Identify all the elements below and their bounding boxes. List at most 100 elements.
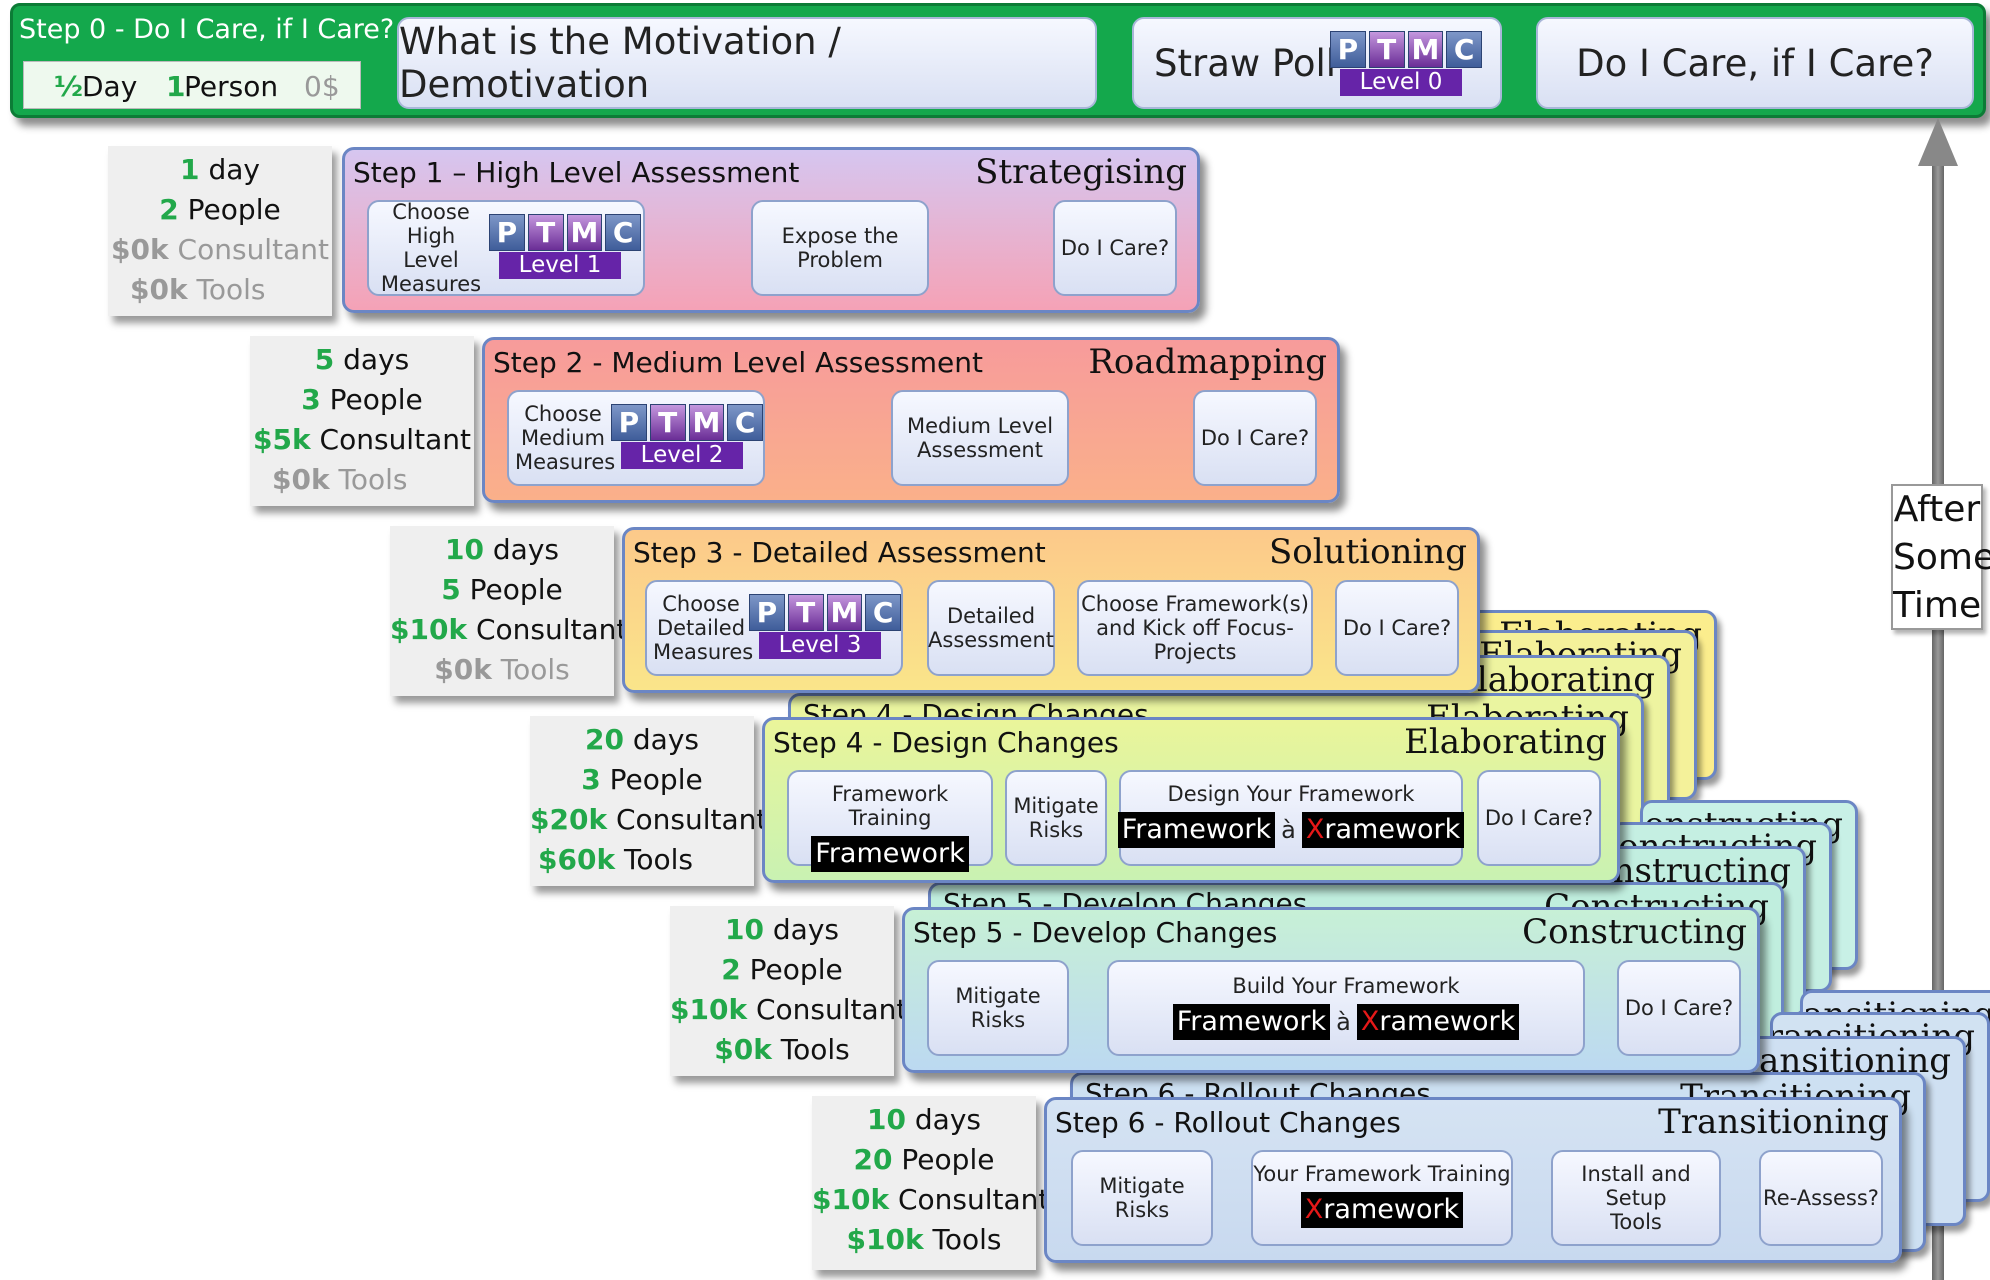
step4-framework-training[interactable]: Framework Training Framework <box>787 770 993 872</box>
ptmc-tile: T <box>527 214 564 251</box>
xramework-badge: Xramework <box>1356 1004 1520 1040</box>
step0-cost: 0$ <box>304 70 340 103</box>
step2-title: Step 2 - Medium Level Assessment <box>493 346 983 379</box>
time-arrow-head-icon <box>1918 118 1958 166</box>
text-label: Tools <box>196 273 266 306</box>
ptmc-tile: P <box>489 214 525 251</box>
text-label: Measures <box>380 272 482 296</box>
text-label: Tools <box>932 1223 1002 1256</box>
text-label: Risks <box>1114 1198 1170 1222</box>
text-label: $20k <box>530 803 608 836</box>
xramework-badge: Xramework <box>1301 812 1465 848</box>
text-label: days <box>492 533 559 566</box>
text-label: People <box>187 193 281 226</box>
text-label: days <box>914 1103 981 1136</box>
text-label: 20 <box>853 1143 893 1176</box>
step3-choose-framework[interactable]: Choose Framework(s)and Kick off Focus-Pr… <box>1077 580 1313 676</box>
step5-build-framework[interactable]: Build Your Framework Framework à Xramewo… <box>1107 960 1585 1056</box>
text-label: 5 <box>441 573 461 606</box>
step4-card: Step 4 - Design Changes Elaborating Fram… <box>762 717 1620 883</box>
step6-card: Step 6 - Rollout Changes Transitioning M… <box>1044 1097 1902 1263</box>
text-label: X <box>1360 1006 1380 1037</box>
text-label: 10 <box>445 533 484 566</box>
text-label: Assessment <box>917 438 1043 462</box>
text-label: $10k <box>390 613 468 646</box>
text-label: $5k <box>253 423 311 456</box>
ptmc-tile: C <box>865 594 901 631</box>
text-label: Framework Training <box>831 782 949 830</box>
step4-title: Step 4 - Design Changes <box>773 726 1119 759</box>
framework-badge: Framework <box>1172 1004 1331 1040</box>
motivation-box[interactable]: What is the Motivation / Demotivation <box>397 17 1097 109</box>
text-label: $0k <box>272 463 330 496</box>
text-label: ramework <box>1323 1194 1460 1225</box>
text-label: Consultant <box>177 233 329 266</box>
text-label: High Level <box>403 224 459 272</box>
step3-title: Step 3 - Detailed Assessment <box>633 536 1046 569</box>
step3-resources: 10 days 5 People $10k Consultant $0k Too… <box>390 526 627 696</box>
text-label: $0k <box>130 273 188 306</box>
do-i-care-if-i-care-box[interactable]: Do I Care, if I Care? <box>1536 17 1974 109</box>
step0-meta: ½ Day 1 Person 0$ <box>23 61 361 109</box>
text-label: days <box>772 913 839 946</box>
step5-do-i-care[interactable]: Do I Care? <box>1617 960 1741 1056</box>
text-label: days <box>343 343 410 376</box>
ptmc-tile: C <box>1446 31 1482 68</box>
step4-do-i-care[interactable]: Do I Care? <box>1477 770 1601 866</box>
text-label: day <box>208 153 260 186</box>
step1-card: Step 1 – High Level Assessment Strategis… <box>342 147 1200 313</box>
text-label: Choose <box>524 402 602 426</box>
text-label: Your Framework Training <box>1253 1162 1511 1186</box>
text-label: ramework <box>1379 1006 1516 1037</box>
text-label: $10k <box>812 1183 890 1216</box>
step6-framework-training[interactable]: Your Framework Training Xramework <box>1251 1150 1513 1246</box>
text-label: Medium Level <box>906 414 1054 438</box>
step1-phase: Strategising <box>975 152 1187 192</box>
step4-design-framework[interactable]: Design Your Framework Framework à Xramew… <box>1117 770 1465 866</box>
text-label: 10 <box>725 913 764 946</box>
text-label: Install and Setup <box>1581 1162 1691 1210</box>
ptmc-tile: M <box>688 404 725 441</box>
text-label: 1 <box>180 153 200 186</box>
text-label: Risks <box>970 1008 1026 1032</box>
text-label: Assessment <box>928 628 1054 652</box>
ptmc-tile: T <box>787 594 824 631</box>
step2-do-i-care[interactable]: Do I Care? <box>1193 390 1317 486</box>
text-label: X <box>1304 1194 1324 1225</box>
text-label: Tools <box>338 463 408 496</box>
step6-phase: Transitioning <box>1658 1102 1889 1142</box>
step2-resources: 5 days 3 People $5k Consultant $0k Tools <box>250 336 474 506</box>
step5-card: Step 5 - Develop Changes Constructing Mi… <box>902 907 1760 1073</box>
framework-badge: Framework <box>1117 812 1276 848</box>
text-label: Mitigate <box>1013 794 1099 818</box>
text-label: Expose the <box>781 224 899 248</box>
text-label: Design Your Framework <box>1167 782 1415 806</box>
step6-reassess[interactable]: Re-Assess? <box>1759 1150 1883 1246</box>
step1-do-i-care[interactable]: Do I Care? <box>1053 200 1177 296</box>
ptmc-tile: C <box>727 404 763 441</box>
text-label: Tools <box>500 653 570 686</box>
text-label: Level 3 <box>759 632 881 659</box>
step0-day-num: ½ <box>54 70 83 103</box>
framework-badge: Framework <box>811 836 969 872</box>
text-label: 5 <box>314 343 335 376</box>
text-label: $60k <box>538 843 616 876</box>
text-label: Detailed <box>946 604 1036 628</box>
text-label: and Kick off Focus- <box>1096 616 1294 640</box>
text-label: Tools <box>623 843 693 876</box>
step3-do-i-care[interactable]: Do I Care? <box>1335 580 1459 676</box>
